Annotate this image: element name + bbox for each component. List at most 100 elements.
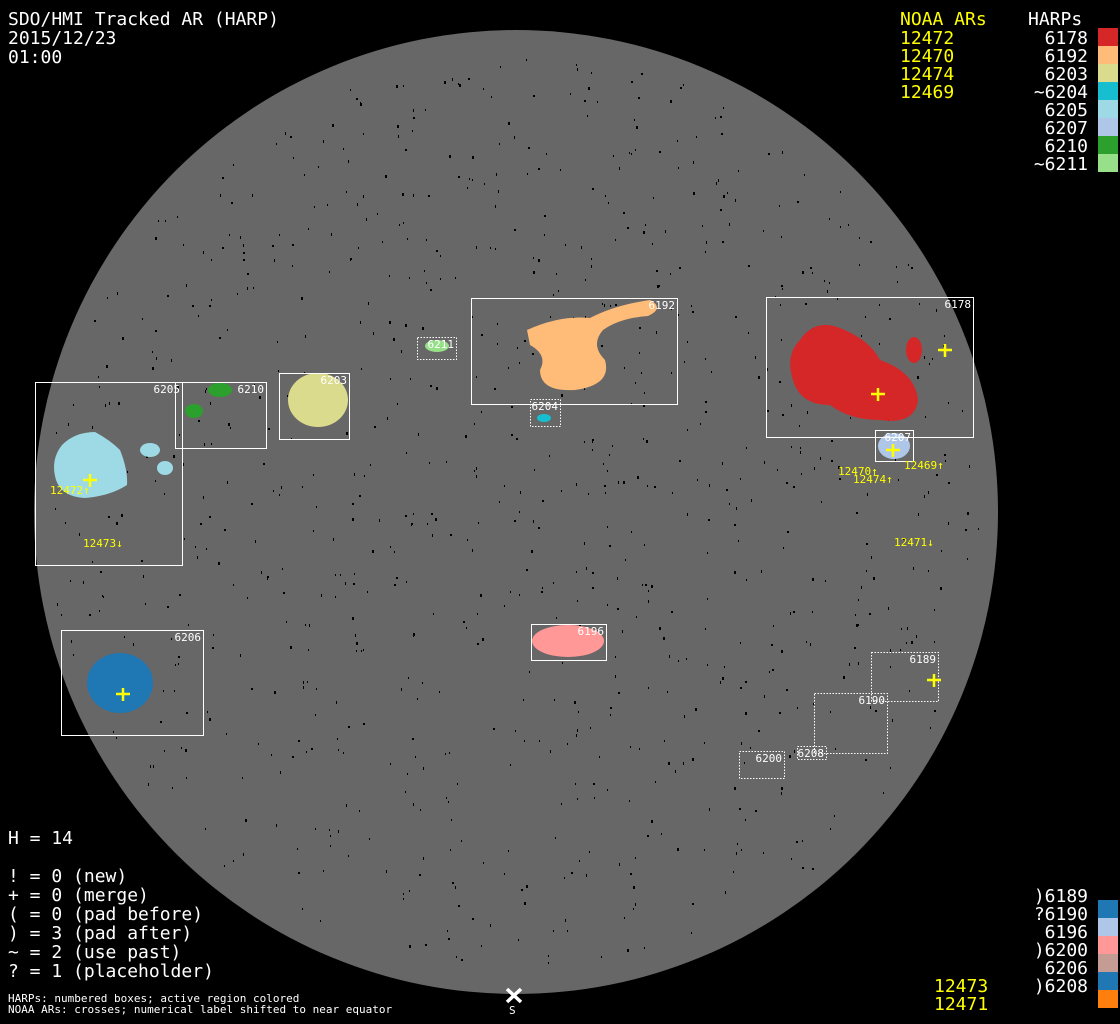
magnetic-speck — [517, 347, 518, 349]
magnetic-speck — [763, 852, 764, 854]
magnetic-speck — [389, 275, 390, 277]
magnetic-speck — [656, 270, 658, 272]
footer-note-harps: HARPs: numbered boxes; active region col… — [8, 992, 300, 1005]
magnetic-speck — [576, 571, 577, 573]
magnetic-speck — [403, 898, 404, 900]
magnetic-speck — [436, 250, 438, 252]
magnetic-speck — [498, 190, 499, 193]
magnetic-speck — [603, 463, 604, 465]
magnetic-speck — [866, 570, 867, 572]
magnetic-speck — [173, 455, 175, 458]
magnetic-speck — [758, 730, 760, 732]
magnetic-speck — [511, 406, 513, 408]
noaa-labels: 12472↑12473↓12470↑12474↑12469↑12471↓ — [50, 459, 944, 550]
magnetic-speck — [944, 335, 945, 337]
magnetic-speck — [352, 617, 354, 620]
magnetic-speck — [924, 356, 925, 359]
magnetic-speck — [644, 947, 645, 949]
magnetic-speck — [465, 435, 467, 438]
magnetic-speck — [283, 592, 285, 594]
magnetic-speck — [692, 758, 694, 761]
magnetic-speck — [918, 513, 919, 516]
magnetic-speck — [619, 863, 620, 866]
magnetic-speck — [497, 323, 498, 325]
magnetic-speck — [493, 728, 495, 730]
magnetic-speck — [450, 849, 451, 851]
magnetic-speck — [477, 643, 479, 645]
harp-box-label: 6203 — [321, 374, 348, 387]
magnetic-speck — [504, 605, 505, 607]
magnetic-speck — [533, 520, 534, 523]
magnetic-speck — [639, 748, 640, 750]
magnetic-speck — [174, 690, 175, 692]
magnetic-speck — [523, 699, 524, 701]
magnetic-speck — [263, 463, 265, 465]
magnetic-speck — [171, 359, 172, 362]
magnetic-speck — [592, 188, 594, 190]
magnetic-speck — [528, 147, 530, 149]
magnetic-speck — [210, 402, 211, 405]
magnetic-speck — [425, 944, 427, 946]
magnetic-speck — [247, 287, 248, 290]
harp-color-swatch — [1098, 972, 1118, 990]
magnetic-speck — [653, 197, 654, 199]
magnetic-speck — [627, 949, 629, 952]
magnetic-speck — [687, 429, 688, 431]
magnetic-speck — [164, 750, 165, 752]
magnetic-speck — [175, 664, 176, 666]
magnetic-speck — [70, 580, 71, 582]
magnetic-speck — [308, 649, 309, 651]
magnetic-speck — [408, 677, 409, 679]
harp-box-6210 — [175, 382, 267, 449]
magnetic-speck — [831, 460, 833, 462]
magnetic-speck — [526, 885, 528, 888]
magnetic-speck — [623, 212, 625, 214]
magnetic-speck — [635, 903, 636, 906]
magnetic-speck — [594, 797, 595, 799]
magnetic-speck — [520, 491, 521, 494]
magnetic-speck — [429, 462, 430, 464]
magnetic-speck — [601, 956, 602, 958]
magnetic-speck — [802, 840, 803, 842]
magnetic-speck — [534, 469, 535, 471]
magnetic-speck — [715, 117, 716, 119]
magnetic-speck — [452, 78, 453, 81]
magnetic-speck — [526, 59, 527, 61]
harp-box-label: 6189 — [910, 653, 937, 666]
magnetic-speck — [409, 277, 410, 279]
magnetic-speck — [865, 759, 867, 761]
status-code-line: ( = 0 (pad before) — [8, 904, 204, 925]
magnetic-speck — [390, 546, 391, 548]
magnetic-speck — [222, 247, 224, 249]
magnetic-speck — [213, 634, 214, 636]
magnetic-speck — [451, 819, 452, 821]
magnetic-speck — [418, 433, 419, 436]
magnetic-speck — [584, 542, 585, 545]
magnetic-speck — [729, 223, 730, 226]
observation-time: 01:00 — [8, 47, 63, 68]
magnetic-speck — [767, 410, 769, 412]
magnetic-speck — [588, 87, 590, 90]
magnetic-speck — [777, 469, 778, 471]
magnetic-speck — [667, 691, 668, 693]
magnetic-speck — [916, 635, 917, 638]
magnetic-speck — [156, 357, 157, 360]
magnetic-speck — [57, 603, 58, 606]
magnetic-speck — [461, 959, 463, 961]
magnetic-speck — [607, 470, 608, 472]
magnetic-speck — [491, 96, 492, 98]
magnetic-speck — [647, 835, 649, 837]
magnetic-speck — [790, 612, 791, 615]
magnetic-speck — [343, 148, 344, 150]
magnetic-speck — [740, 642, 741, 644]
magnetic-speck — [683, 84, 684, 86]
magnetic-speck — [704, 742, 705, 744]
magnetic-speck — [211, 299, 212, 301]
magnetic-speck — [185, 749, 187, 752]
magnetic-speck — [179, 434, 180, 436]
magnetic-speck — [635, 382, 636, 384]
magnetic-speck — [258, 743, 259, 745]
magnetic-speck — [561, 803, 562, 805]
magnetic-speck — [911, 641, 913, 644]
